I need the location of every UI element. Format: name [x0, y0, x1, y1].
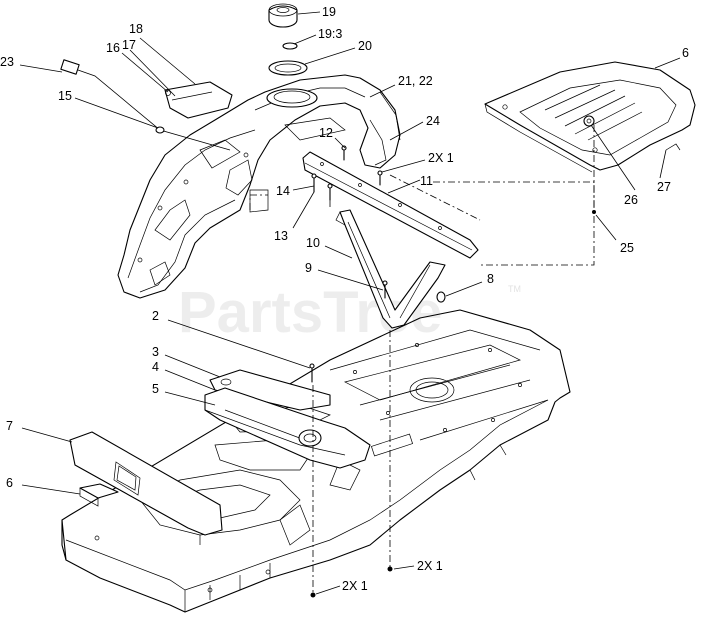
callout-15: 15 [58, 89, 72, 103]
callout-16: 16 [106, 41, 120, 55]
callout-8: 8 [487, 272, 494, 286]
callout-3: 3 [152, 345, 159, 359]
callout-25: 25 [620, 241, 634, 255]
callout-2x1-top: 2X 1 [428, 151, 454, 165]
callout-27: 27 [657, 180, 671, 194]
callout-21-22: 21, 22 [398, 74, 433, 88]
callout-13: 13 [274, 229, 288, 243]
callout-7: 7 [6, 419, 13, 433]
parts-15-18-sensor [60, 59, 233, 151]
fasteners [309, 145, 596, 598]
callout-11: 11 [420, 174, 433, 188]
parts-19-20-fuel-cap [268, 3, 308, 76]
callout-18: 18 [129, 22, 143, 36]
callout-2x1-bottom-right: 2X 1 [417, 559, 443, 573]
callout-2: 2 [152, 309, 159, 323]
callout-2x1-bottom-left: 2X 1 [342, 579, 368, 593]
callout-10: 10 [306, 236, 320, 250]
part-5-footrest [204, 387, 371, 469]
callout-6-bottom: 6 [6, 476, 13, 490]
callout-4: 4 [152, 360, 159, 374]
part-7-front-panel [69, 431, 223, 545]
callout-23: 23 [0, 55, 14, 69]
callout-26: 26 [624, 193, 638, 207]
watermark-trademark: TM [508, 284, 521, 294]
alignment-lines [249, 125, 595, 595]
callout-20: 20 [358, 39, 372, 53]
callout-14: 14 [276, 184, 290, 198]
callout-17: 17 [122, 38, 136, 52]
callout-6-top: 6 [682, 46, 689, 60]
callout-24: 24 [426, 114, 440, 128]
part-6-seat-pan [484, 61, 696, 173]
callout-19-3: 19:3 [318, 27, 342, 41]
part-6-plate [79, 483, 119, 507]
leader-lines [19, 11, 681, 595]
part-11-crossbar [302, 151, 479, 259]
callout-19: 19 [322, 5, 336, 19]
callout-5: 5 [152, 382, 159, 396]
callout-12: 12 [319, 126, 333, 140]
callout-labels: 18 17 16 23 15 19 19:3 20 21, 22 24 12 2… [0, 5, 689, 593]
callout-9: 9 [305, 261, 312, 275]
part-10-bracket [335, 209, 446, 329]
